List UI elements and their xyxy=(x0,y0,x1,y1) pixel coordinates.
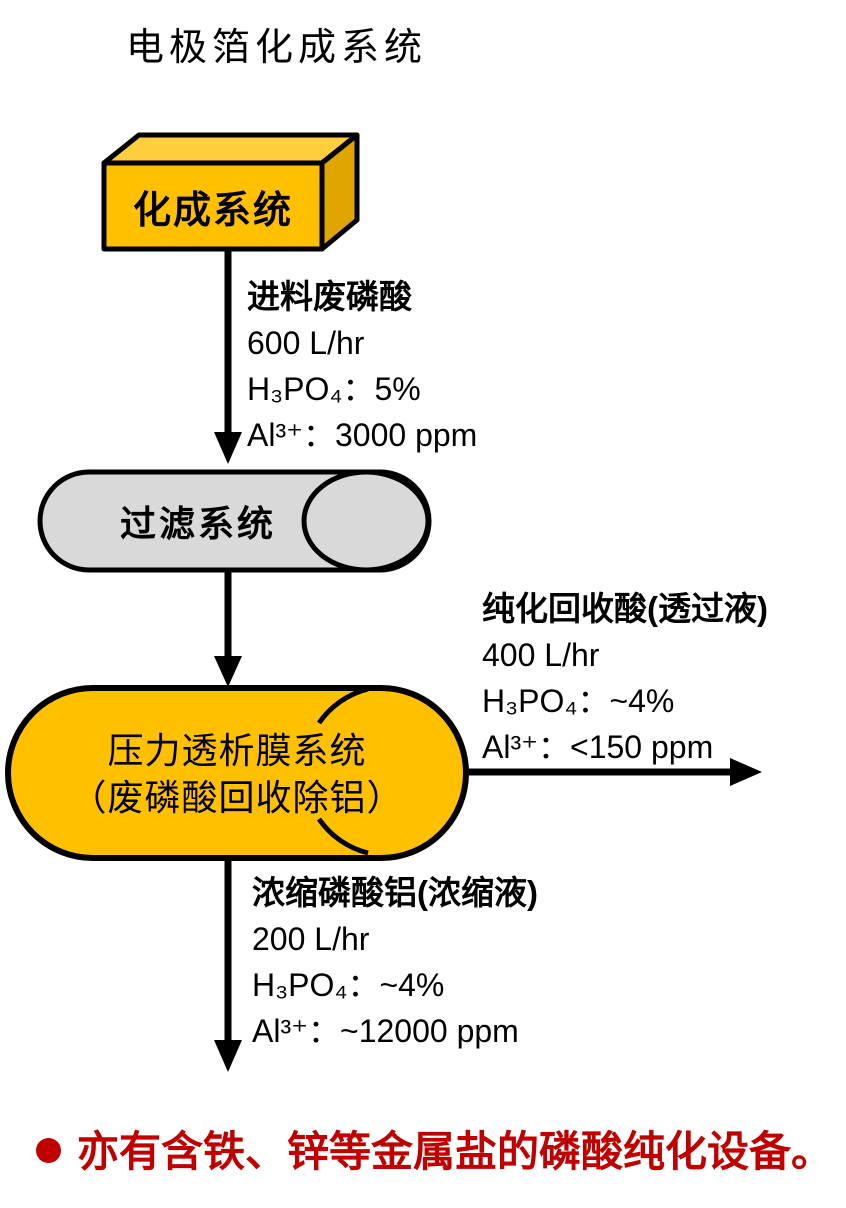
arrow-concentrate-head-icon xyxy=(214,1040,242,1072)
footnote: 亦有含铁、锌等金属盐的磷酸纯化设备。 xyxy=(36,1118,833,1179)
permeate-flow-rate: 400 L/hr xyxy=(482,637,600,673)
footnote-text: 亦有含铁、锌等金属盐的磷酸纯化设备。 xyxy=(77,1128,834,1175)
concentrate-flow-rate: 200 L/hr xyxy=(252,921,370,957)
arrow-permeate-head-icon xyxy=(730,758,762,786)
formation-box-top-face xyxy=(101,132,360,166)
membrane-node-label: 压力透析膜系统 （废磷酸回收除铝） xyxy=(8,727,466,821)
arrow-feed-head-icon xyxy=(214,432,242,464)
concentrate-stream-annotation: 浓缩磷酸铝(浓缩液) 200 L/hr H₃PO₄：~4% Al³⁺：~1200… xyxy=(252,870,538,1054)
permeate-h3po4-concentration: H₃PO₄：~4% xyxy=(482,683,675,719)
bullet-dot-icon xyxy=(36,1137,61,1163)
arrow-permeate-right xyxy=(466,758,762,786)
permeate-aluminum-concentration: Al³⁺：<150 ppm xyxy=(482,729,714,765)
feed-stream-annotation: 进料废磷酸 600 L/hr H₃PO₄：5% Al³⁺：3000 ppm xyxy=(247,274,477,458)
concentrate-stream-name: 浓缩磷酸铝(浓缩液) xyxy=(252,874,538,911)
concentrate-aluminum-concentration: Al³⁺：~12000 ppm xyxy=(252,1013,519,1049)
formation-box-3d xyxy=(101,132,360,252)
arrow-filter-head-icon xyxy=(214,656,242,687)
filter-cylinder xyxy=(37,469,432,573)
feed-flow-rate: 600 L/hr xyxy=(247,325,365,361)
membrane-node-label-line2: （废磷酸回收除铝） xyxy=(70,777,404,818)
permeate-stream-name: 纯化回收酸(透过液) xyxy=(482,590,768,627)
formation-box-front-face xyxy=(101,160,325,252)
feed-aluminum-concentration: Al³⁺：3000 ppm xyxy=(247,417,478,453)
membrane-node-label-line1: 压力透析膜系统 xyxy=(107,730,367,771)
filter-node-label: 过滤系统 xyxy=(119,503,276,544)
arrow-concentrate-down xyxy=(214,858,242,1072)
filter-cylinder-endcap xyxy=(301,469,431,573)
membrane-cylinder-endcap-arc-bottom xyxy=(316,817,369,856)
feed-stream-name: 进料废磷酸 xyxy=(247,278,412,315)
arrow-filter-down xyxy=(214,572,242,687)
permeate-stream-annotation: 纯化回收酸(透过液) 400 L/hr H₃PO₄：~4% Al³⁺：<150 … xyxy=(482,586,768,770)
membrane-cylinder-endcap-arc-top xyxy=(316,686,369,725)
arrow-feed-down xyxy=(214,251,242,464)
feed-h3po4-concentration: H₃PO₄：5% xyxy=(247,371,421,407)
page-title: 电极箔化成系统 xyxy=(126,27,428,69)
concentrate-h3po4-concentration: H₃PO₄：~4% xyxy=(252,967,445,1003)
formation-node-label: 化成系统 xyxy=(132,189,293,232)
